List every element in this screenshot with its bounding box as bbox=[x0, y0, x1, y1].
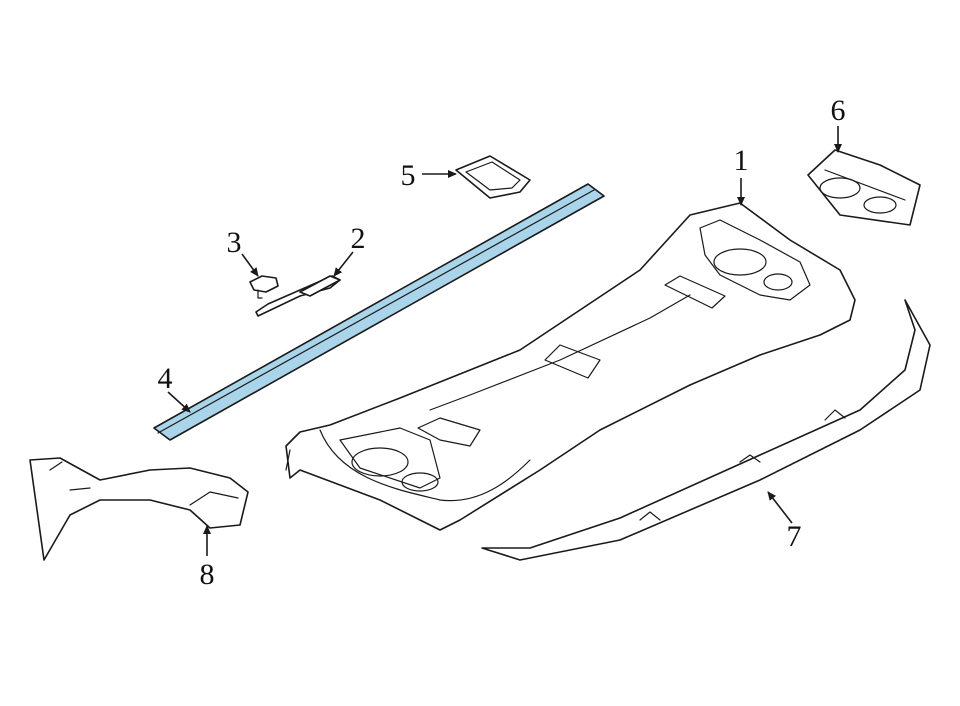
callout-3: 3 bbox=[227, 226, 242, 259]
weatherstrip-highlight bbox=[153, 183, 605, 441]
callout-8: 8 bbox=[200, 558, 215, 591]
side-trim-part-8[interactable] bbox=[29, 457, 249, 561]
callout-4: 4 bbox=[158, 362, 173, 395]
callout-7: 7 bbox=[787, 520, 802, 553]
callout-2: 2 bbox=[351, 222, 366, 255]
callout-labels: 1 2 3 4 5 6 7 8 bbox=[158, 94, 846, 591]
package-tray-part-1[interactable] bbox=[285, 202, 856, 531]
callout-6: 6 bbox=[831, 94, 846, 127]
leader-lines bbox=[167, 126, 842, 556]
callout-5: 5 bbox=[401, 159, 416, 192]
cover-part-5[interactable] bbox=[455, 155, 531, 199]
speaker-grille-part-6[interactable] bbox=[807, 149, 921, 226]
trim-panel-part-7[interactable] bbox=[481, 299, 931, 561]
weatherstrip-part-4[interactable] bbox=[153, 183, 605, 441]
clip-part-3[interactable] bbox=[249, 275, 279, 299]
bracket-part-2[interactable] bbox=[255, 275, 341, 317]
callout-1: 1 bbox=[734, 144, 749, 177]
